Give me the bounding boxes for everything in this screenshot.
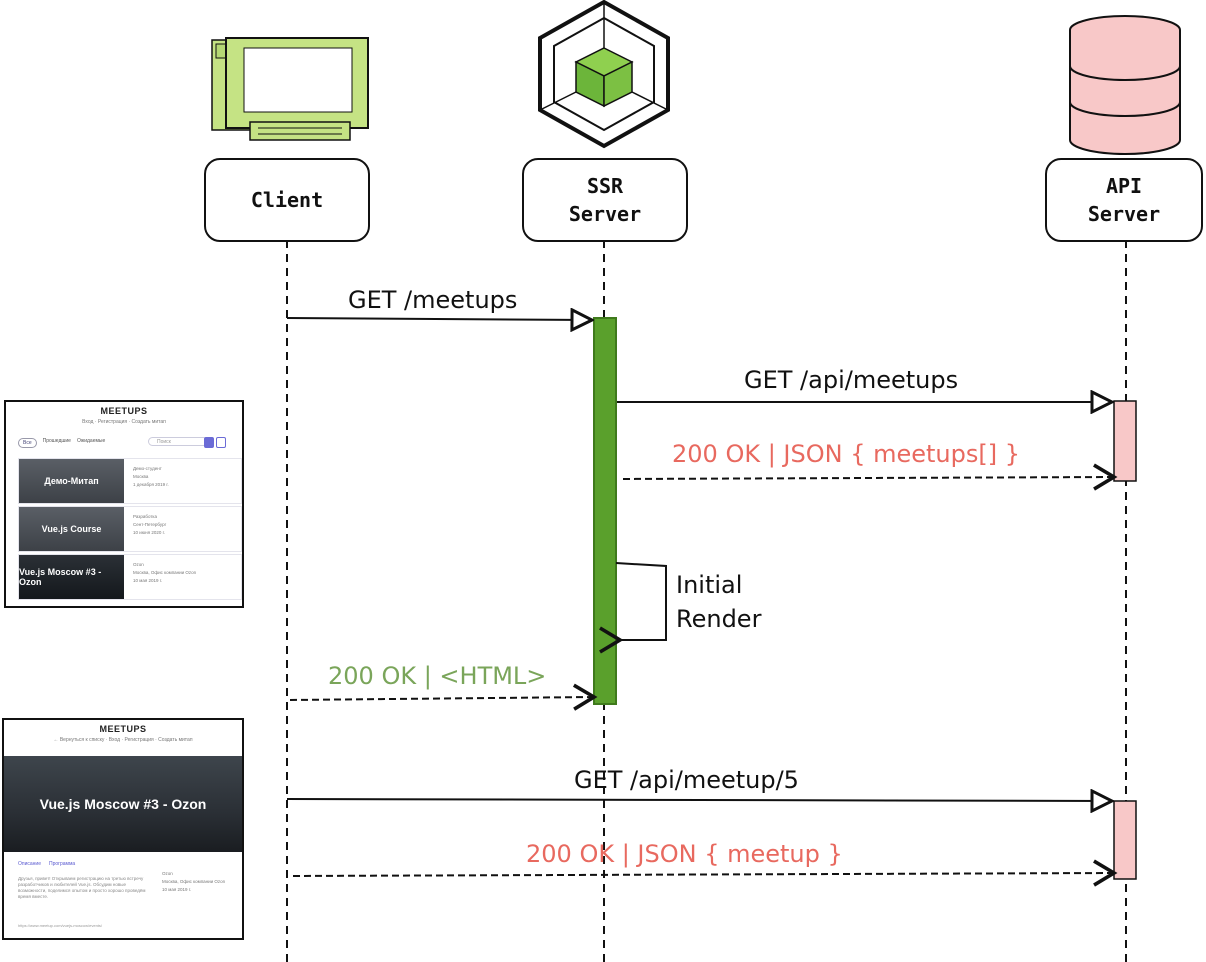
detail-place: Москва, Офис компании Ozon [162,879,226,884]
filter-all: Все [18,438,37,448]
initial-render-arrow [599,562,667,654]
msg-get-api-meetups: GET /api/meetups [744,366,959,394]
resp-html-arrow [288,683,598,711]
card-meta: Ozon Москва, Офис компании Ozon 10 мая 2… [133,561,196,585]
meetup-card: Vue.js Moscow #3 - Ozon Ozon Москва, Офи… [18,554,242,600]
msg-resp-meetup-json: 200 OK | JSON { meetup } [526,840,843,868]
shot-title: MEETUPS [99,724,147,734]
detail-description: Друзья, привет! Открываем регистрацию на… [18,876,146,899]
cube-hexagon-icon [538,0,670,149]
shot-nav: Вход · Регистрация · Создать митап [82,419,166,425]
shot-nav: ← Вернуться к списку · Вход · Регистраци… [53,737,193,743]
view-toggle [204,437,226,448]
msg-get-api-meetup-5: GET /api/meetup/5 [574,766,799,794]
card-place: Москва, Офис компании Ozon [133,570,197,575]
msg-get-meetups: GET /meetups [348,286,518,314]
filter-group: Все Прошедшие Ожидаемые [18,438,105,448]
resp-meetups-json-arrow [618,463,1118,491]
detail-meta: Ozon Москва, Офис компании Ozon 10 мая 2… [162,870,225,894]
detail-organizer: Ozon [162,871,173,876]
database-icon [1069,15,1181,155]
meetup-detail-screenshot: MEETUPS ← Вернуться к списку · Вход · Ре… [2,718,244,940]
shot-title: MEETUPS [100,406,148,416]
detail-link: https://www.meetup.com/vuejs-moscow/even… [18,923,103,928]
card-date: 10 июня 2020 г. [133,530,165,535]
get-api-meetup-5-arrow [286,799,1112,801]
card-place: Сент-Петербург [133,522,167,527]
actor-ssr-server: SSR Server [522,158,688,242]
resp-meetup-json-arrow [288,859,1118,887]
tab-description: Описание [18,861,42,867]
get-meetups-arrow [286,318,592,320]
actor-client: Client [204,158,370,242]
filter-past: Прошедшие [42,438,71,444]
tab-program: Программа [49,861,76,867]
search-field: Поиск [148,437,208,446]
meetups-list-screenshot: MEETUPS Вход · Регистрация · Создать мит… [4,400,244,608]
card-organizer: Разработка [133,514,157,519]
calendar-view-icon [216,437,226,448]
detail-date: 10 мая 2019 г. [162,887,192,892]
filter-upcoming: Ожидаемые [76,438,106,444]
msg-resp-meetups-json: 200 OK | JSON { meetups[] } [672,440,1020,468]
hero-banner: Vue.js Moscow #3 - Ozon [4,756,242,852]
detail-tabs: Описание Программа [18,861,75,867]
api-activation-bar-1 [1113,400,1137,482]
ssr-activation-bar [593,317,617,705]
card-place: Москва [133,474,149,479]
card-date: 10 мая 2019 г. [133,578,163,583]
card-cover: Демо-Митап [19,459,124,503]
api-activation-bar-2 [1113,800,1137,880]
desktop-monitor-icon [211,37,369,141]
card-date: 1 декабря 2019 г. [133,482,169,487]
list-view-icon [204,437,214,448]
msg-initial-render: Initial Render [676,571,762,633]
card-cover: Vue.js Moscow #3 - Ozon [19,555,124,599]
card-organizer: Демо-студент [133,466,162,471]
msg-resp-html: 200 OK | <HTML> [328,662,547,690]
meetup-card: Vue.js Course Разработка Сент-Петербург … [18,506,242,552]
card-meta: Разработка Сент-Петербург 10 июня 2020 г… [133,513,166,537]
meetup-card: Демо-Митап Демо-студент Москва 1 декабря… [18,458,242,504]
card-organizer: Ozon [133,562,144,567]
actor-api-server: API Server [1045,158,1203,242]
card-cover: Vue.js Course [19,507,124,551]
card-meta: Демо-студент Москва 1 декабря 2019 г. [133,465,169,489]
